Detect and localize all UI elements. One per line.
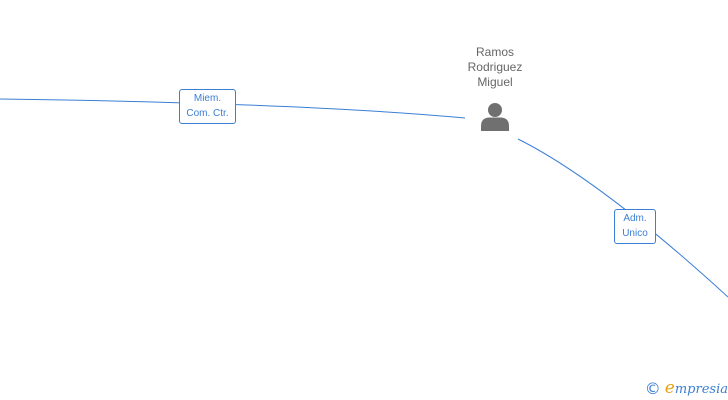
edge-to-left-entity bbox=[0, 98, 466, 119]
person-name-line2: Rodriguez bbox=[467, 60, 523, 74]
relation-label-line2: Com. Ctr. bbox=[186, 108, 229, 119]
brand-logo-initial: e bbox=[664, 378, 675, 398]
relation-label-adm-unico[interactable]: Adm. Unico bbox=[614, 209, 656, 244]
person-name: Ramos Rodriguez Miguel bbox=[445, 45, 545, 90]
relation-label-line1: Adm. bbox=[623, 213, 647, 224]
relation-label-line1: Miem. bbox=[193, 93, 222, 104]
copyright-icon: © bbox=[644, 378, 661, 398]
person-icon bbox=[481, 103, 509, 131]
person-node[interactable]: Ramos Rodriguez Miguel bbox=[445, 45, 545, 131]
edge-to-right-entity bbox=[517, 138, 728, 298]
brand-logo: empresia bbox=[665, 378, 728, 398]
brand-logo-rest: mpresia bbox=[674, 382, 728, 397]
person-name-line3: Miguel bbox=[477, 75, 513, 89]
watermark: © empresia bbox=[645, 378, 728, 398]
relation-label-line2: Unico bbox=[622, 228, 648, 239]
person-name-line1: Ramos bbox=[475, 45, 514, 59]
relation-label-miem-com-ctr[interactable]: Miem. Com. Ctr. bbox=[179, 89, 236, 124]
